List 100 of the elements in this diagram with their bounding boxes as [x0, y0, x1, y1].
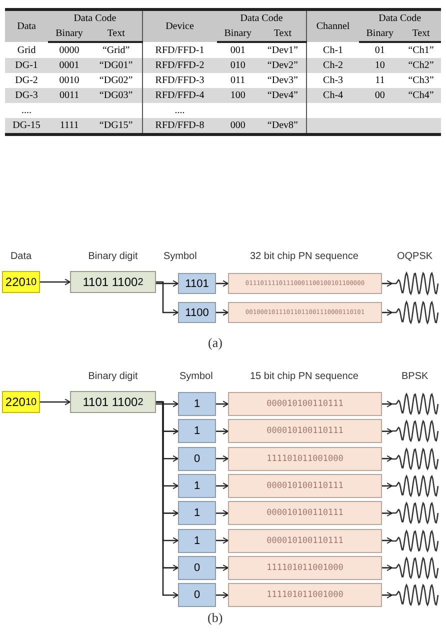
data-value: “DG02” [99, 75, 133, 86]
symbol-box: 1 [178, 528, 216, 552]
symbol-box: 1 [178, 501, 216, 526]
data-value: “DG15” [99, 120, 133, 131]
data-value: 11 [375, 75, 385, 86]
arrow [216, 510, 228, 516]
column-heading: 32 bit chip PN sequence [250, 251, 358, 262]
arrow [382, 537, 392, 544]
sequence-box: 111101011001000 [228, 446, 382, 471]
arrow [382, 510, 392, 516]
data-value: .... [22, 105, 32, 116]
arrow [382, 455, 392, 462]
box-heading: Binary digit [87, 371, 139, 382]
arrow [216, 592, 228, 598]
sequence-box: 000010100110111 [228, 474, 382, 498]
arrow [382, 428, 392, 435]
data-value: 001 [230, 45, 246, 56]
data-value: Ch-3 [323, 75, 344, 86]
symbol-box: 1 [178, 392, 216, 416]
data-value: “Dev8” [267, 120, 298, 131]
data-value: 0000 [59, 45, 80, 56]
arrow [382, 280, 392, 287]
data-value: DG-3 [15, 90, 38, 101]
column-header: Data Code [378, 13, 422, 24]
column-header: Data [17, 21, 36, 32]
data-value: “Dev3” [267, 75, 298, 86]
symbol-box: 0 [178, 583, 216, 608]
waveform-picture [392, 419, 440, 444]
data-value: “Dev2” [267, 60, 298, 71]
data-value: “DG01” [99, 60, 133, 71]
column-header: Channel [316, 21, 350, 32]
data-value: .... [174, 105, 185, 116]
arrow [216, 455, 228, 462]
data-value: RFD/FFD-2 [155, 60, 204, 71]
data-value: “Ch4” [408, 90, 434, 101]
data-value: RFD/FFD-3 [155, 75, 204, 86]
column-heading: BPSK [402, 371, 428, 382]
data-value: “Dev1” [267, 45, 298, 56]
data-value: DG-15 [12, 120, 40, 131]
sequence-box: 111101011001000 [228, 583, 382, 608]
column-header: Text [412, 28, 430, 39]
waveform-picture [392, 300, 440, 325]
data-value: “Ch3” [408, 75, 434, 86]
arrow [382, 309, 392, 316]
data-value: 0011 [59, 90, 80, 101]
arrow [382, 400, 392, 408]
arrow [216, 280, 228, 287]
arrow [40, 398, 70, 406]
column-heading: OQPSK [397, 251, 433, 262]
arrow [216, 400, 228, 408]
data-value: Grid [17, 44, 36, 56]
data-value: Ch-1 [323, 44, 344, 56]
symbol-box: 1101 [178, 273, 216, 294]
data-value: 01 [374, 45, 385, 56]
arrow [216, 309, 228, 316]
data-value: 010 [230, 60, 246, 71]
data-value: “Ch1” [408, 45, 434, 56]
symbol-box: 0 [178, 446, 216, 471]
data-value: 0001 [59, 60, 80, 71]
waveform-picture [392, 474, 440, 498]
column-header: Data Code [74, 13, 116, 24]
sequence-box: 111101011001000 [228, 556, 382, 580]
column-header: Binary [366, 28, 394, 39]
data-value: 0010 [59, 75, 80, 86]
column-header: Data Code [240, 13, 283, 24]
waveform-picture [392, 271, 440, 296]
data-value: DG-2 [15, 75, 38, 86]
data-value: Ch-4 [323, 90, 344, 101]
figure-caption: (a) [208, 335, 222, 351]
symbol-box: 1 [178, 419, 216, 444]
data-value: “Ch2” [408, 60, 434, 71]
waveform-picture [392, 528, 440, 552]
arrow [216, 428, 228, 435]
data-value: RFD/FFD-4 [155, 90, 204, 101]
column-header: Text [274, 28, 292, 39]
column-header: Device [166, 21, 194, 32]
symbol-box: 1 [178, 474, 216, 498]
column-heading: Symbol [180, 371, 213, 382]
data-value: DG-1 [15, 60, 38, 71]
arrow [156, 280, 178, 287]
data-value: “Dev4” [267, 90, 298, 101]
column-header: Text [107, 28, 125, 39]
waveform-picture [392, 446, 440, 471]
arrow [216, 564, 228, 572]
data-value: 011 [230, 75, 246, 86]
waveform-picture [392, 556, 440, 580]
sequence-box: 000010100110111 [228, 392, 382, 416]
data-value: 000 [230, 120, 246, 131]
data-value: Ch-2 [323, 60, 344, 71]
column-heading: 15 bit chip PN sequence [250, 371, 358, 382]
data-value: 10 [374, 60, 385, 71]
arrow [216, 537, 228, 544]
sequence-box: 000010100110111 [228, 501, 382, 526]
data-value: 00 [374, 90, 385, 101]
symbol-box: 0 [178, 556, 216, 580]
data-value: “DG03” [99, 90, 133, 101]
data-value: RFD/FFD-1 [155, 44, 204, 56]
sequence-box: 000010100110111 [228, 419, 382, 444]
arrow [156, 400, 178, 408]
sequence-box: 000010100110111 [228, 528, 382, 552]
